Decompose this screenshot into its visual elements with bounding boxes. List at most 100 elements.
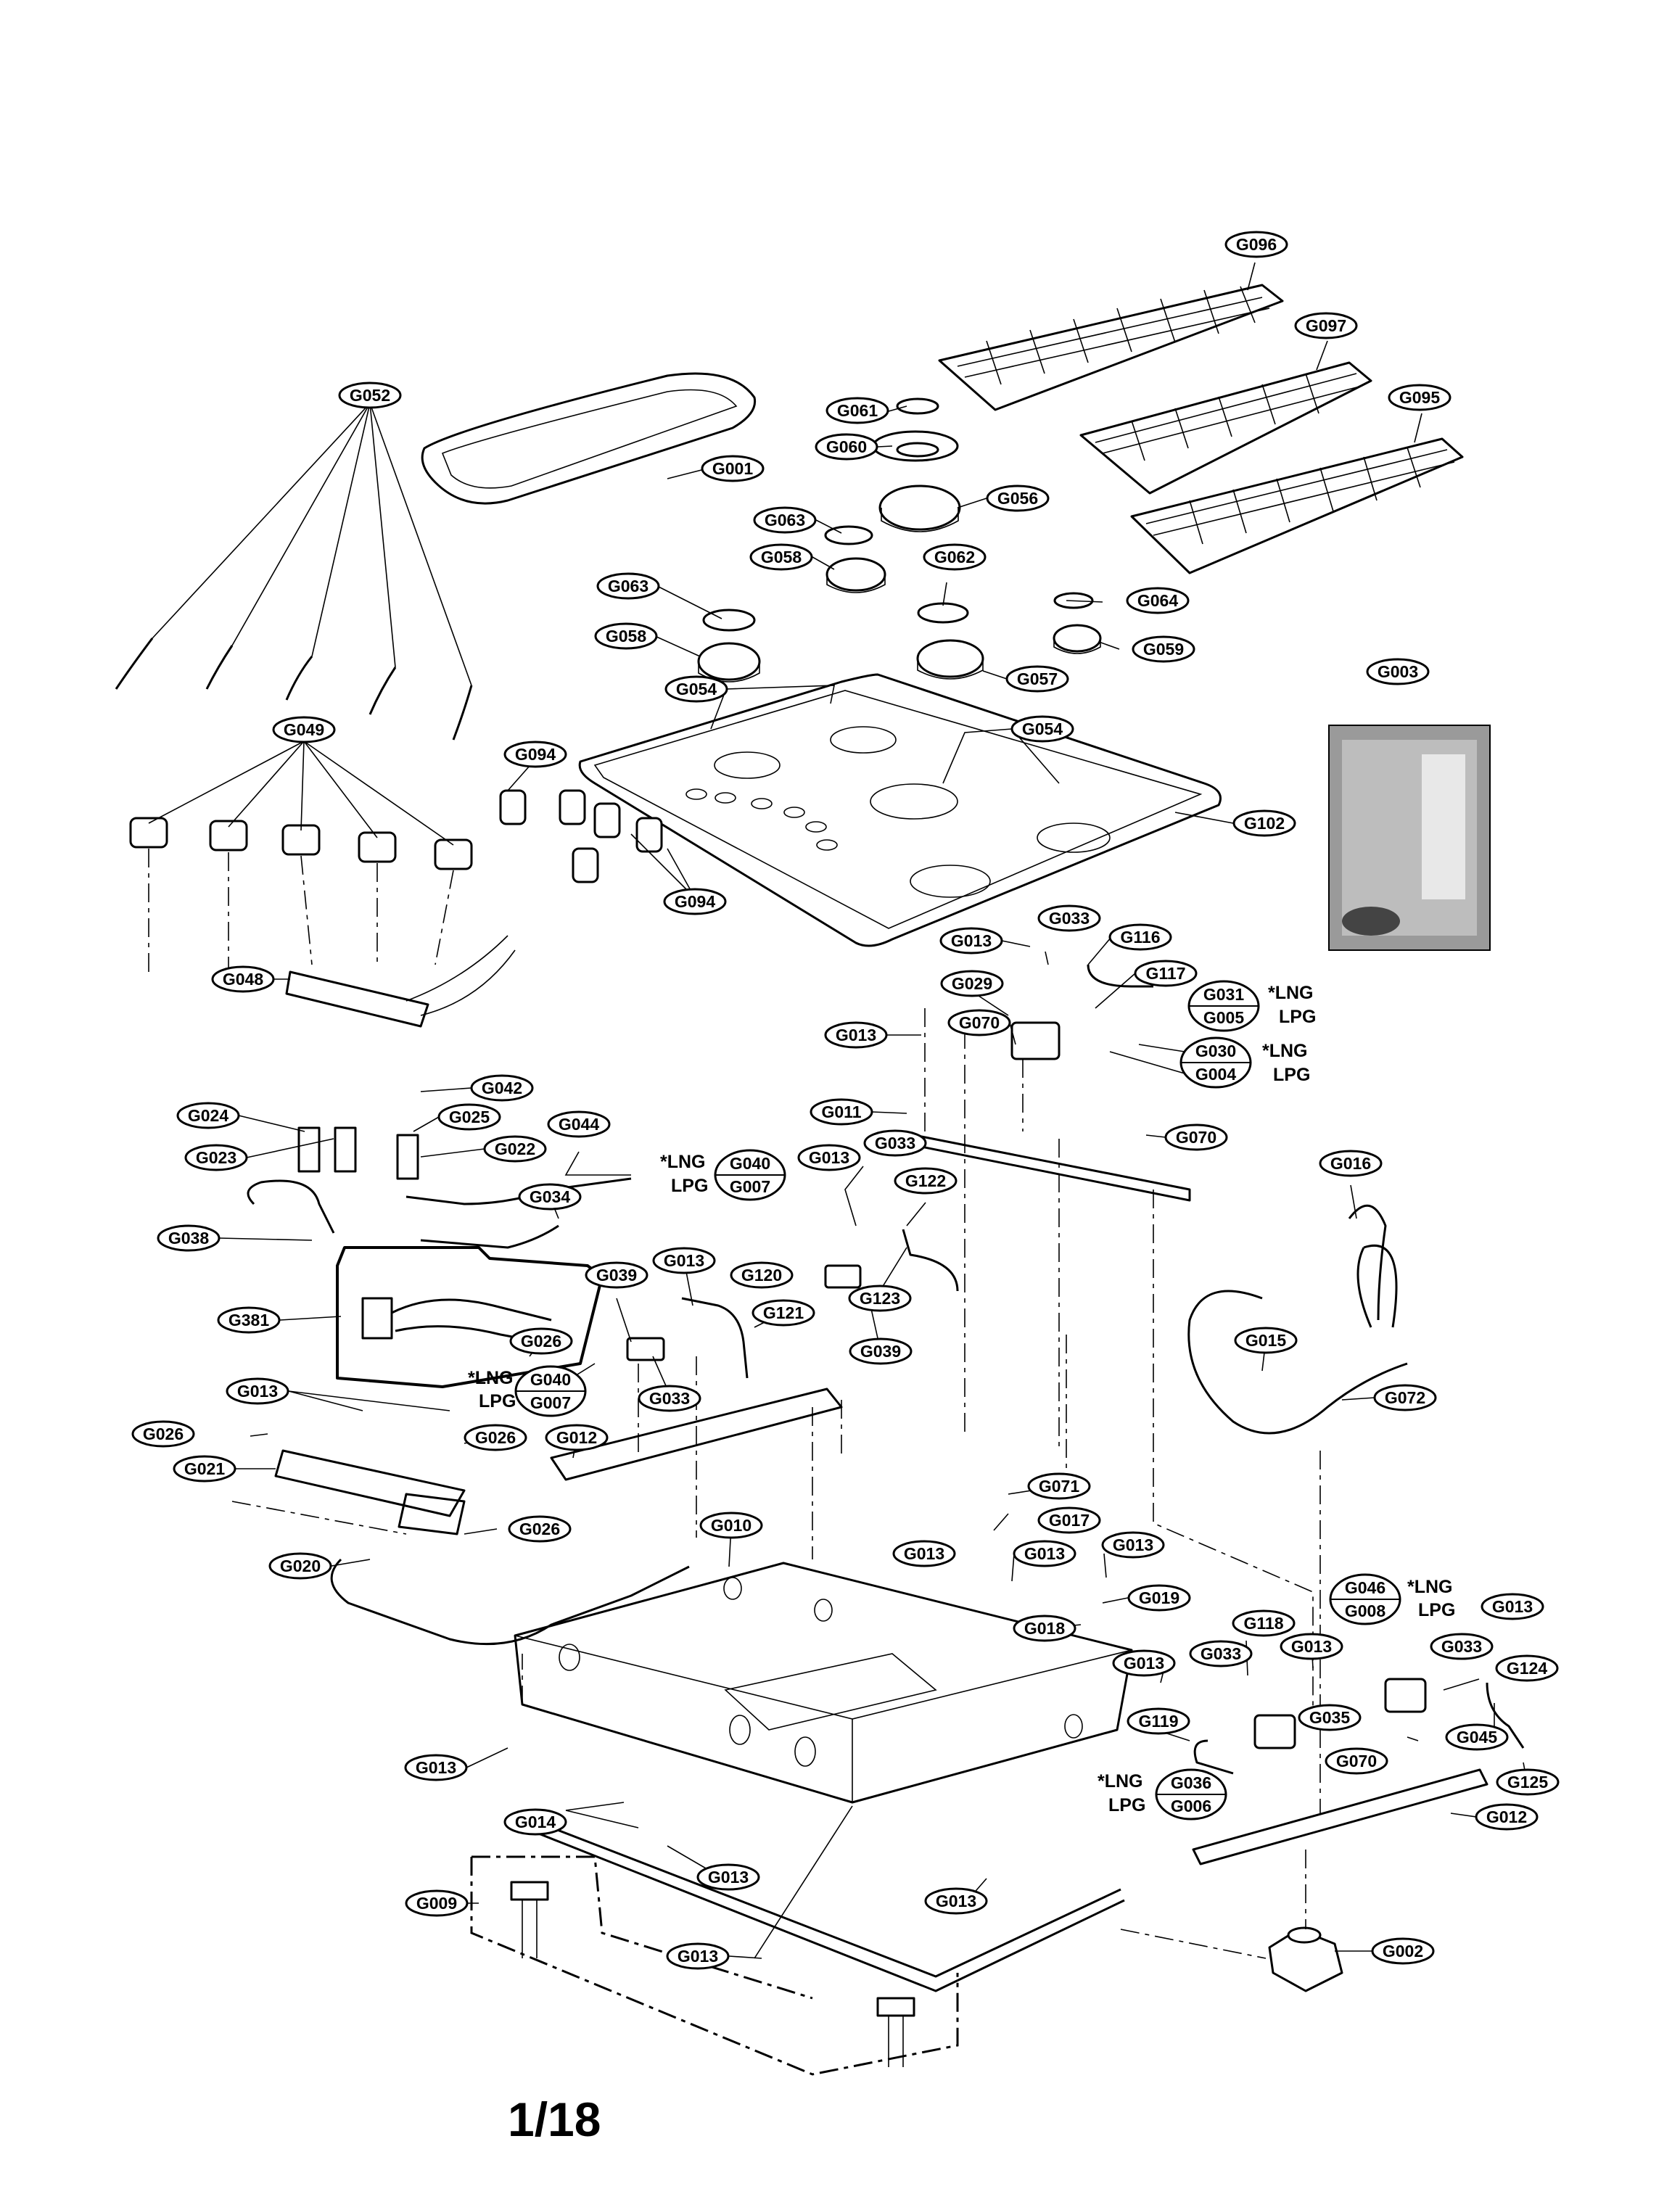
callout-G102: G102 [1232,809,1296,837]
callout-label: G039 [596,1266,637,1285]
callout-label: G033 [875,1134,915,1153]
callout-label: G096 [1236,235,1277,254]
callout-label: G033 [649,1389,690,1408]
callout-label: G011 [822,1102,862,1121]
callout-G022: G022 [483,1135,547,1163]
callout-label: G013 [1291,1637,1332,1656]
callout-label: G013 [1113,1535,1153,1554]
callout-label: G013 [237,1382,278,1401]
callout-label-upper: G031 [1203,985,1244,1004]
fuel-notes: *LNG LPG *LNG LPG *LNG LPG *LNG LPG *LNG… [468,983,1455,1815]
callout-G058-lower: G058 [594,622,658,650]
callout-G013-k: G013 [1112,1649,1176,1677]
callout-label: G018 [1024,1619,1065,1638]
callout-label: G062 [934,548,975,566]
callout-label: G022 [495,1139,535,1158]
callout-G012-upper: G012 [545,1424,609,1451]
callout-G042: G042 [470,1074,534,1102]
callout-label: G049 [284,720,324,739]
callout-G013-m: G013 [696,1863,760,1891]
callout-G013-b: G013 [824,1021,888,1049]
callout-label-lower: G004 [1195,1065,1236,1084]
callout-G003: G003 [1366,658,1430,685]
callouts: G096 G097 G095 G001 G061 G060 G056 G063 … [131,231,1560,1970]
chassis-g010 [514,1562,1133,1804]
grates-group [938,284,1464,574]
callout-label: G118 [1244,1614,1284,1633]
callout-G049: G049 [272,716,336,743]
callout-G036-G006: G036 G006 [1155,1768,1227,1821]
callout-G119: G119 [1127,1707,1190,1735]
callout-label: G123 [860,1289,900,1308]
callout-G001: G001 [701,455,765,482]
callout-label: G013 [809,1148,849,1167]
callout-G045: G045 [1445,1723,1509,1751]
callout-G040-G007-upper: G040 G007 [714,1149,786,1201]
callout-G062: G062 [923,543,987,571]
lpg-note-g007-upper: LPG [671,1176,708,1196]
callout-label: G013 [836,1026,876,1044]
callout-G070-b: G070 [1164,1123,1228,1151]
callout-label: G045 [1457,1728,1497,1747]
callout-G013-c: G013 [797,1144,861,1171]
callout-label: G023 [196,1148,236,1167]
callout-label: G038 [168,1229,209,1248]
callout-label-upper: G040 [730,1154,770,1173]
callout-label: G012 [556,1428,597,1447]
callout-label-lower: G006 [1171,1797,1211,1815]
callout-G057: G057 [1005,665,1069,693]
callout-G019: G019 [1127,1584,1191,1612]
lng-note-g036: *LNG [1098,1771,1143,1791]
callout-label: G058 [606,627,646,646]
callout-G064: G064 [1126,587,1190,614]
callout-label: G013 [1492,1597,1533,1616]
callout-G063-lower: G063 [596,572,660,600]
callout-G026-a: G026 [509,1327,573,1355]
callout-label: G003 [1378,662,1418,681]
callout-G013-e: G013 [226,1377,289,1405]
callout-G072: G072 [1373,1384,1437,1411]
callout-label: G064 [1137,591,1178,610]
callout-label: G054 [676,680,717,698]
callout-label: G094 [515,745,556,764]
callout-G013-h: G013 [1101,1531,1165,1559]
callout-G095: G095 [1388,384,1452,411]
callout-label: G063 [765,511,805,529]
callout-label: G013 [1024,1544,1065,1563]
grate-g096 [938,284,1284,411]
callout-label: G070 [959,1013,1000,1032]
callout-label: G058 [761,548,802,566]
callout-label-lower: G007 [530,1393,571,1412]
callout-G016: G016 [1319,1150,1383,1177]
lpg-note-g006: LPG [1108,1795,1145,1815]
callout-G017: G017 [1037,1506,1101,1534]
callout-G013-g: G013 [1013,1540,1076,1567]
callout-G020: G020 [268,1552,332,1580]
callout-label: G020 [280,1557,321,1575]
bracket-box-g009 [470,1855,959,2076]
callout-G061: G061 [825,397,889,424]
callout-label: G035 [1309,1708,1350,1727]
callout-G040-G007-lower: G040 G007 [514,1365,587,1417]
callout-G054-upper: G054 [664,675,728,703]
callout-label: G013 [664,1251,704,1270]
callout-label: G122 [905,1171,946,1190]
callout-label: G042 [482,1079,522,1097]
callout-G122: G122 [894,1167,958,1195]
page-number: 1/18 [508,2093,601,2146]
callout-label: G119 [1139,1712,1179,1731]
wire-harness-g052 [115,638,473,741]
lng-note-g040-upper: *LNG [660,1152,706,1172]
conversion-kit-bag-g003 [1328,725,1491,951]
griddle-g001 [421,372,757,505]
callout-G013-f: G013 [892,1540,956,1567]
callout-label: G125 [1507,1773,1548,1791]
callout-G015: G015 [1234,1327,1298,1354]
callout-G026-d: G026 [508,1515,572,1543]
lng-note-g030: *LNG [1262,1041,1308,1061]
manifold-brackets [274,1130,1191,1646]
callout-label: G033 [1201,1644,1241,1663]
callout-G033-c: G033 [638,1385,701,1412]
layout-leaders [148,849,1321,1959]
